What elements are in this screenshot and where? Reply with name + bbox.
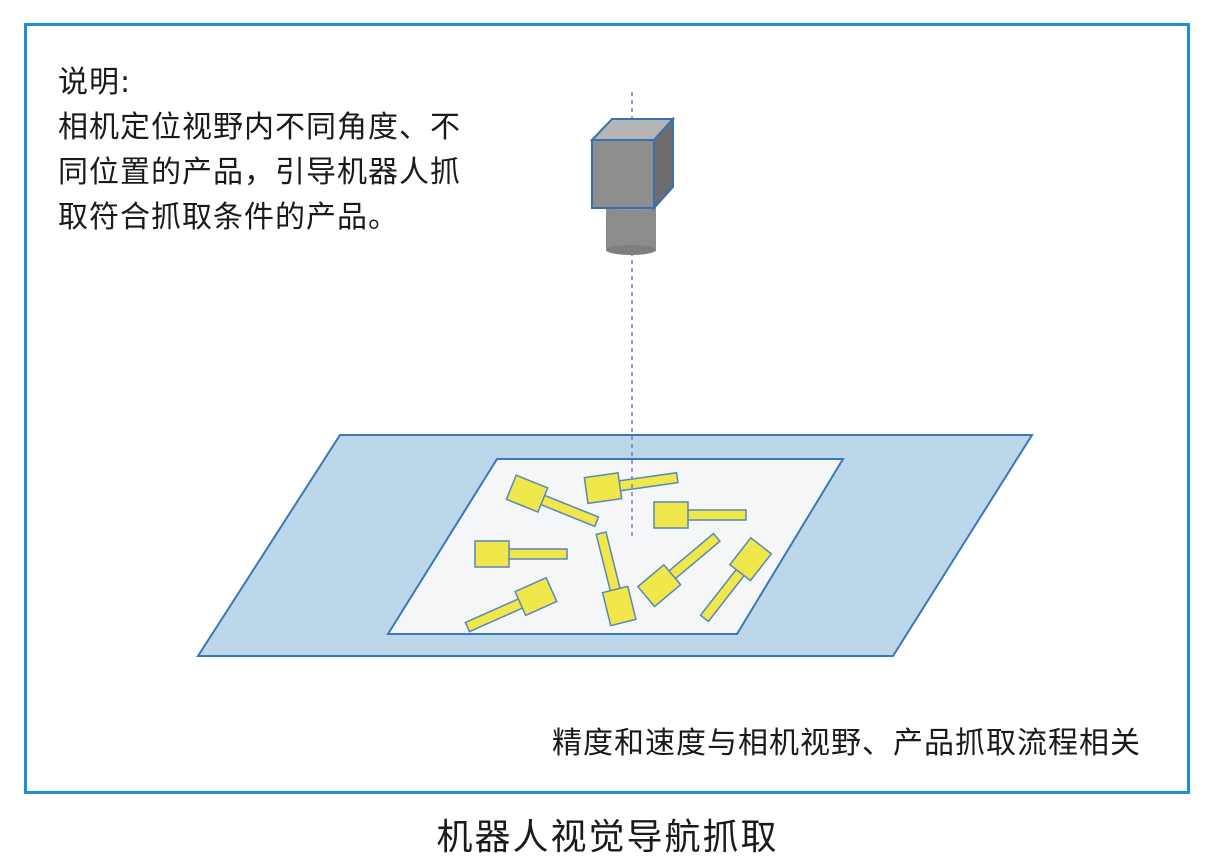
product [699,536,773,623]
note-line: 相机定位视野内不同角度、不 [58,110,461,145]
product [474,540,568,568]
product [636,532,721,608]
product [595,531,637,627]
camera-icon [589,116,676,255]
note-heading: 说明: [58,65,132,100]
product [653,501,747,529]
note-line: 取符合抓取条件的产品。 [58,200,399,235]
note-line: 同位置的产品，引导机器人抓 [58,155,461,190]
product [505,474,600,528]
diagram-frame [24,23,1190,794]
products [464,471,773,633]
description-note: 说明: 相机定位视野内不同角度、不 同位置的产品，引导机器人抓 取符合抓取条件的… [58,60,461,240]
figure-caption: 机器人视觉导航抓取 [436,817,779,858]
precision-note: 精度和速度与相机视野、产品抓取流程相关 [552,726,1141,761]
product [464,576,558,633]
